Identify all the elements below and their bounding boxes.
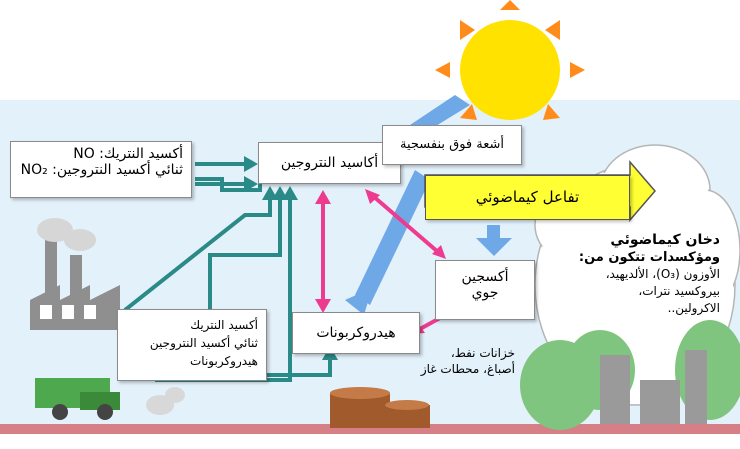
hydrocarbons-box: هيدروكربونات — [292, 312, 420, 354]
sources-box: أكسيد النتريك: NO ثنائي أكسيد النتروجين:… — [10, 141, 192, 198]
ground-strip — [0, 424, 740, 434]
smog-item-ozone: الأوزون (O₃)، الألديهيد، — [605, 267, 720, 281]
exhaust-smoke — [146, 387, 185, 415]
no2-label: ثنائي أكسيد النتروجين: NO₂ — [20, 162, 183, 178]
emission-hydrocarbons: هيدروكربونات — [189, 354, 258, 368]
uv-label: أشعة فوق بنفسجية — [399, 137, 505, 152]
photochem-label: تفاعل كيماضوئي — [475, 188, 580, 206]
nitrogen-oxides-box: أكاسيد النتروجين — [258, 142, 401, 184]
atmo-oxygen-box: أكسجين جوي — [435, 260, 535, 320]
truck-icon — [35, 378, 120, 420]
emission-nitric-oxide: أكسيد النتريك — [190, 318, 258, 332]
smog-item-peroxide: بيروكسيد نترات، — [638, 284, 720, 298]
sun-icon — [435, 0, 585, 140]
smog-title: دخان كيماضوئي — [610, 232, 720, 248]
smog-label: دخان كيماضوئي ومؤكسدات تتكون من: الأوزون… — [560, 232, 720, 317]
uv-box: أشعة فوق بنفسجية — [382, 125, 522, 165]
oxygen-label: أكسجين — [461, 269, 509, 285]
no-label: أكسيد النتريك: NO — [73, 146, 183, 162]
emission-nitrogen-dioxide: ثنائي أكسيد النتروجين — [149, 336, 258, 350]
hydrocarbons-label: هيدروكربونات — [316, 325, 396, 341]
photochem-box: تفاعل كيماضوئي — [425, 175, 630, 220]
buildings-icon — [600, 350, 707, 424]
smog-item-acrolein: الاكرولين.. — [667, 301, 720, 315]
factory-smoke — [37, 218, 96, 251]
atmo-label: جوي — [471, 285, 499, 301]
teal-arrowheads — [244, 156, 338, 360]
nitrogen-oxides-label: أكاسيد النتروجين — [280, 155, 379, 171]
smog-subtitle: ومؤكسدات تتكون من: — [578, 250, 720, 265]
oil-sources-label: خزانات نفط، أصباغ، محطات غاز — [420, 346, 515, 376]
vehicle-emissions-box: أكسيد النتريك ثنائي أكسيد النتروجين هيدر… — [117, 309, 267, 381]
